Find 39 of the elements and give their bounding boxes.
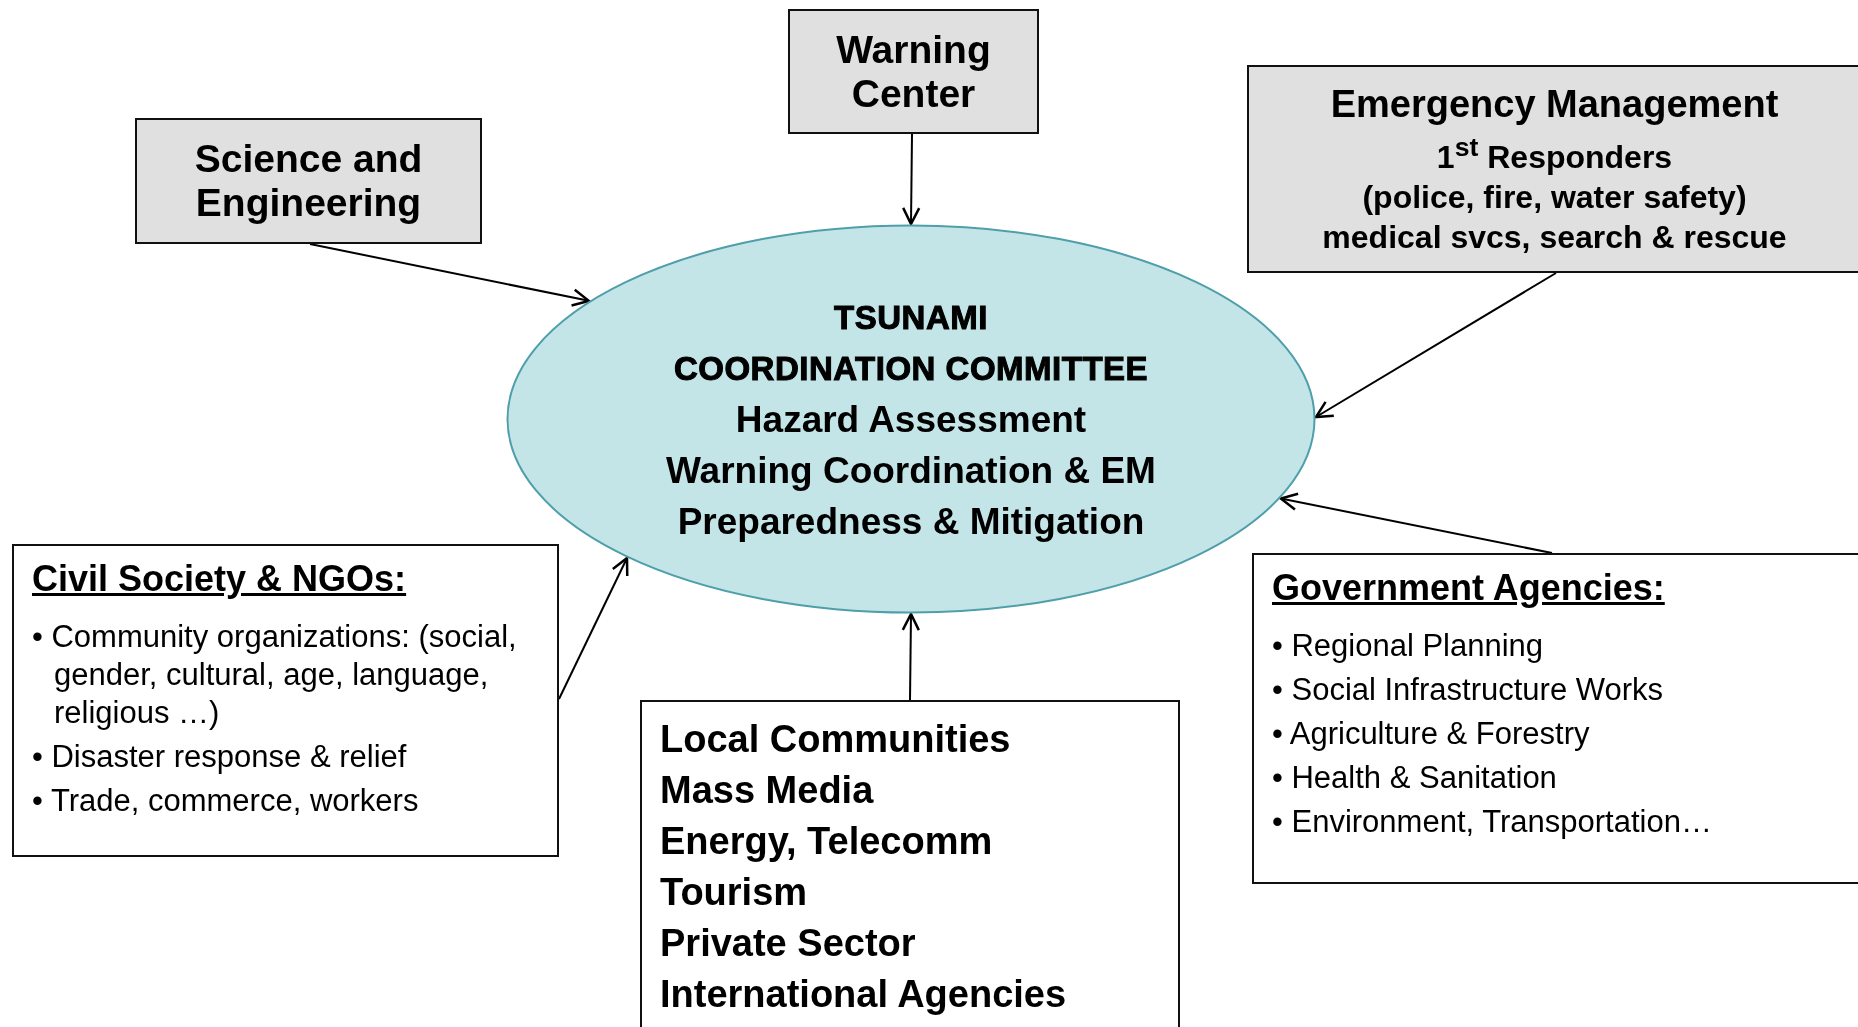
bullet-item: • Health & Sanitation: [1272, 759, 1558, 797]
box-heading: Government Agencies:: [1272, 567, 1666, 609]
box-text: Local Communities: [660, 717, 1012, 762]
box-text: Energy, Telecomm: [660, 819, 994, 864]
box-heading: Civil Society & NGOs:: [32, 558, 408, 600]
bullet-item: • Social Infrastructure Works: [1272, 671, 1664, 709]
arrow: [558, 556, 629, 700]
bullet-item: • Environment, Transportation…: [1272, 803, 1713, 841]
box-title: Science and Engineering: [193, 137, 424, 225]
process-box: [788, 9, 1039, 134]
box-text: 1$^{st}$ Responders: [1436, 131, 1673, 177]
box-text: medical svcs, search & rescue: [1322, 217, 1787, 257]
ellipse-title: COORDINATION COMMITTEE: [673, 348, 1149, 389]
box-text: (police, fire, water safety): [1362, 177, 1747, 217]
text-box: [640, 700, 1180, 1027]
bullet-item: • Community organizations: (social, gender, cultural, age, language, religious …): [32, 618, 518, 732]
arrow: [901, 612, 921, 701]
ellipse-text: Preparedness & Mitigation: [677, 499, 1145, 544]
ellipse-title: TSUNAMI: [834, 297, 988, 338]
box-text: Mass Media: [660, 768, 875, 813]
box-title: Warning Center: [835, 27, 992, 116]
box-text: Private Sector: [660, 921, 917, 966]
bullet-item: • Disaster response & relief: [32, 738, 408, 776]
ellipse-text: Hazard Assessment: [735, 397, 1087, 442]
bullet-item: • Agriculture & Forestry: [1272, 715, 1591, 753]
text-box: [12, 544, 559, 857]
box-text: International Agencies: [660, 972, 1068, 1017]
box-text: Tourism: [660, 870, 809, 915]
bullet-item: • Regional Planning: [1272, 627, 1545, 665]
arrow: [901, 133, 921, 226]
process-box: [1247, 65, 1858, 273]
arrow: [1279, 492, 1553, 554]
arrow: [1314, 272, 1557, 419]
process-box: [135, 118, 482, 244]
ellipse-text: Warning Coordination & EM: [666, 448, 1156, 493]
arrow: [309, 243, 591, 307]
text-box: [1252, 553, 1858, 884]
bullet-item: • Trade, commerce, workers: [32, 782, 420, 820]
box-title: Emergency Management: [1330, 82, 1779, 128]
